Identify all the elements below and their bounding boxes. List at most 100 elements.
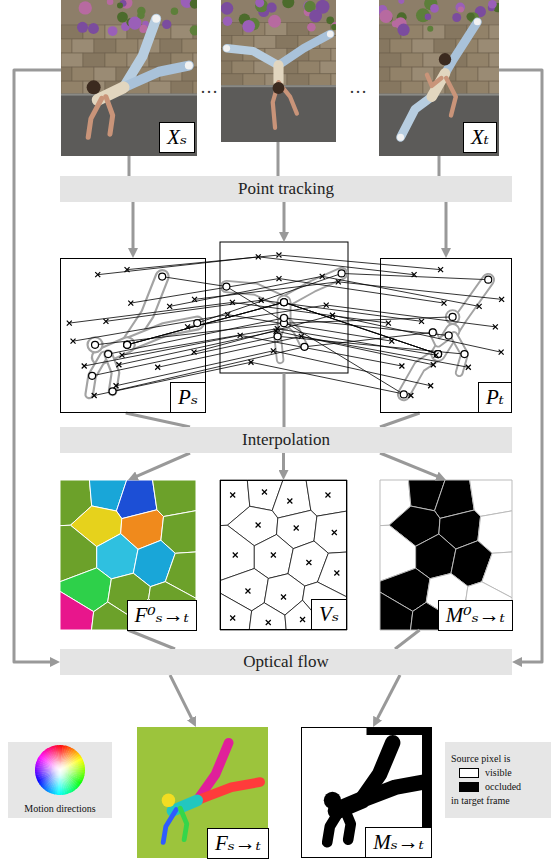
illustration-part [284, 273, 342, 302]
photo-frame: Xₜ [379, 0, 499, 156]
illustration-part [83, 53, 105, 67]
image-panel: F⁰ₛ→ₜ [60, 480, 196, 630]
legend-note: in target frame [451, 794, 545, 808]
illustration-part [330, 313, 335, 318]
illustration-part [419, 319, 424, 324]
illustration-part [430, 4, 439, 13]
frame-label: Xₜ [463, 122, 497, 153]
flow-arrow [14, 70, 61, 662]
flow-arrow [445, 202, 448, 250]
illustration-part [306, 560, 311, 565]
illustration-part [434, 39, 456, 53]
illustration-part [452, 13, 461, 22]
illustration-part [77, 22, 88, 33]
illustration-part [493, 324, 498, 329]
illustration-part [379, 39, 390, 53]
illustration-part [331, 74, 336, 87]
illustration-part [149, 81, 171, 95]
illustration-part [256, 523, 261, 528]
illustration-part [105, 351, 112, 358]
illustration-part [423, 25, 445, 39]
flow-arrow [395, 630, 420, 649]
illustration-part [67, 321, 72, 326]
illustration-part [429, 329, 436, 336]
illustration-part [185, 62, 193, 70]
flow-arrow [438, 156, 441, 176]
illustration-part [124, 341, 131, 348]
flow-arrow [282, 453, 285, 472]
illustration-part [445, 332, 452, 339]
illustration-part [220, 593, 252, 630]
illustration-part [281, 595, 286, 600]
illustration-part [324, 303, 329, 308]
legend-row: occluded [451, 780, 545, 794]
illustration-part [361, 782, 424, 800]
illustration-part [106, 97, 113, 134]
illustration-part [379, 94, 499, 156]
illustration-part [274, 333, 281, 340]
illustration-part [301, 343, 308, 350]
illustration-part [344, 808, 351, 839]
illustration-part [88, 23, 99, 34]
illustration-part [434, 353, 439, 358]
image-panel: Pₛ [60, 258, 206, 413]
illustration-part [195, 282, 502, 300]
illustration-part [277, 276, 282, 281]
illustration-part [466, 12, 474, 20]
flow-arrow [380, 453, 439, 477]
frame-label: Fₛ→ₜ [207, 828, 269, 859]
flow-arrow [128, 630, 175, 649]
illustration-part [92, 393, 97, 398]
illustration-part [309, 74, 331, 87]
illustration-part [276, 253, 281, 258]
illustration-part [233, 553, 238, 558]
illustration-part [61, 67, 72, 81]
illustration-part [379, 53, 401, 67]
illustration-part [301, 727, 432, 858]
illustration-part [223, 16, 232, 25]
illustration-part [185, 324, 190, 329]
illustration-part [95, 272, 100, 277]
photo-frame: Xₛ [61, 0, 197, 156]
illustration-part [255, 0, 264, 7]
illustration-part [190, 25, 197, 35]
illustration-part [82, 364, 87, 369]
illustration-part [326, 16, 334, 24]
illustration-part [390, 39, 412, 53]
illustration-part [160, 39, 182, 53]
illustration-part [35, 745, 85, 795]
illustration-part [243, 74, 265, 87]
photo-illustration [221, 0, 336, 142]
frame-label: F⁰ₛ→ₜ [127, 600, 198, 631]
illustration-part [194, 320, 201, 327]
illustration-part [380, 592, 413, 630]
illustration-part [287, 23, 309, 36]
illustration-part [389, 339, 394, 344]
illustration-part [223, 283, 230, 290]
illustration-part [248, 360, 253, 365]
illustration-part [69, 302, 388, 323]
illustration-part [103, 319, 108, 324]
illustration-part [193, 81, 197, 95]
illustration-part [79, 1, 92, 14]
photo-illustration [61, 0, 197, 156]
illustration-part [284, 273, 342, 302]
illustration-part [117, 3, 123, 9]
illustration-part [334, 571, 339, 576]
illustration-part [277, 142, 280, 176]
illustration-part [336, 279, 341, 284]
illustration-part [401, 81, 423, 95]
illustration-part [470, 480, 512, 516]
illustration-part [163, 810, 176, 843]
illustration-part [230, 616, 235, 621]
illustration-part [287, 74, 309, 87]
step-name: Interpolation [242, 430, 330, 450]
illustration-part [71, 339, 76, 344]
image-panel: Fₛ→ₜ [137, 727, 268, 858]
illustration-part [116, 362, 121, 367]
illustration-part [131, 279, 444, 304]
flow-arrow [170, 675, 192, 720]
illustration-part [425, 14, 431, 20]
illustration-part [116, 351, 431, 386]
voronoi-sites [220, 480, 347, 630]
